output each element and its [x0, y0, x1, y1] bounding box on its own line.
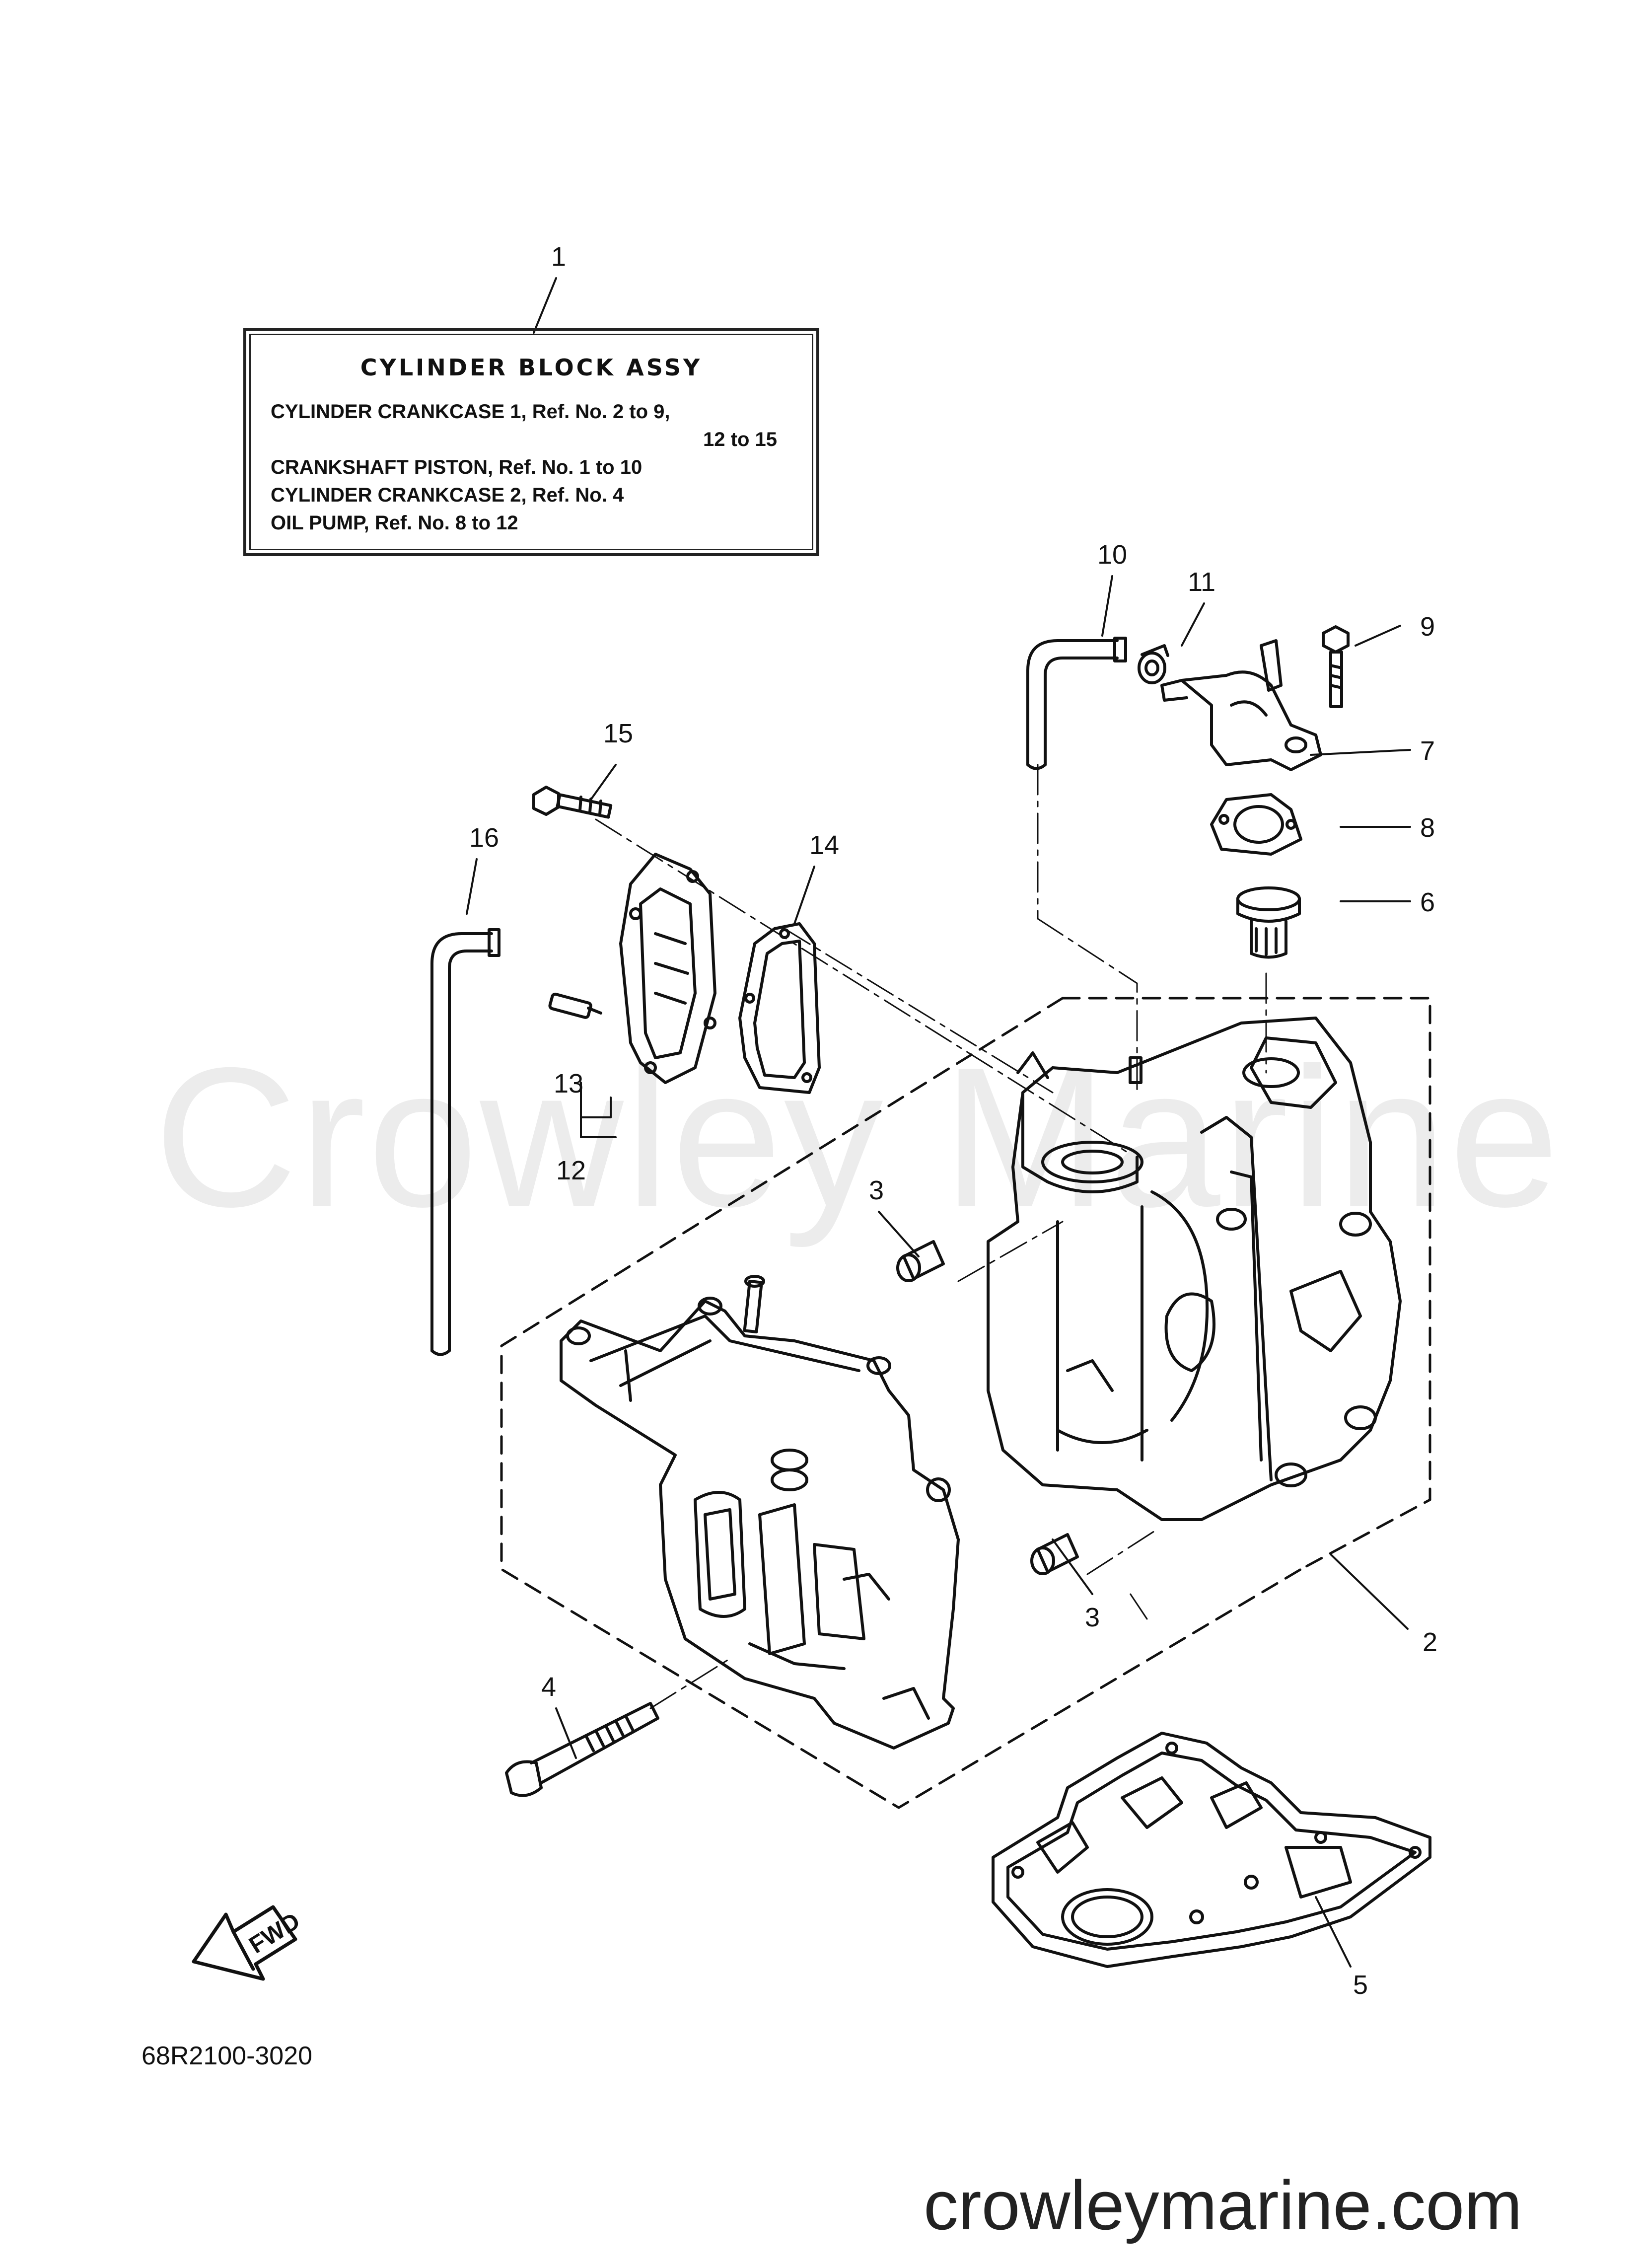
assembly-line-4: CYLINDER CRANKCASE 2, Ref. No. 4 [271, 484, 624, 506]
dowel-3b [1030, 1533, 1079, 1575]
callout-4: 4 [541, 1672, 557, 1702]
callout-13: 13 [553, 1069, 584, 1098]
diagram-part-code: 68R2100-3020 [142, 2042, 313, 2070]
site-credit: crowleymarine.com [924, 2166, 1522, 2244]
callout-7: 7 [1420, 736, 1435, 766]
callout-2: 2 [1422, 1627, 1438, 1657]
stud-13 [548, 992, 602, 1019]
callout-15: 15 [603, 719, 634, 748]
callout-14: 14 [809, 830, 840, 860]
callout-8: 8 [1420, 813, 1435, 843]
gasket-8 [1210, 793, 1302, 856]
thermostat-cover-7 [1160, 639, 1322, 771]
cover-12 [619, 853, 716, 1084]
callout-1: 1 [551, 242, 567, 272]
assembly-title: CYLINDER BLOCK ASSY [360, 354, 703, 381]
hose-10 [1026, 637, 1127, 770]
dowel-3a [896, 1240, 945, 1282]
bolt-15 [532, 786, 613, 819]
fwd-arrow-icon [192, 1905, 297, 1981]
callout-12: 12 [556, 1156, 586, 1185]
bolt-4 [505, 1702, 659, 1797]
assembly-line-3: CRANKSHAFT PISTON, Ref. No. 1 to 10 [271, 456, 643, 478]
callout-16: 16 [469, 823, 500, 853]
gasket-14 [738, 922, 821, 1094]
cylinder-block-2 [987, 1017, 1402, 1521]
callout-11: 11 [1187, 567, 1216, 597]
callout-3-lower: 3 [1084, 1603, 1100, 1632]
callout-10: 10 [1097, 540, 1128, 570]
callout-3-upper: 3 [868, 1175, 884, 1205]
hose-16 [430, 928, 500, 1356]
bolt-9 [1322, 625, 1350, 708]
assembly-line-2: 12 to 15 [703, 429, 777, 450]
assembly-center-lines [595, 764, 1267, 1709]
thermostat-6 [1236, 886, 1301, 959]
assembly-line-5: OIL PUMP, Ref. No. 8 to 12 [271, 512, 518, 534]
callout-6: 6 [1420, 887, 1435, 917]
callout-9: 9 [1420, 612, 1435, 642]
crankcase-4 [560, 1275, 960, 1750]
assembly-line-1: CYLINDER CRANKCASE 1, Ref. No. 2 to 9, [271, 401, 670, 423]
clip-11 [1138, 644, 1169, 684]
assembly-info-box: CYLINDER BLOCK ASSY CYLINDER CRANKCASE 1… [243, 328, 819, 556]
leader-lines [466, 277, 1411, 1968]
assembly-info-inner: CYLINDER BLOCK ASSY CYLINDER CRANKCASE 1… [249, 334, 813, 550]
hidden-outline [500, 997, 1431, 1809]
gasket-5 [992, 1732, 1431, 1968]
callout-5: 5 [1353, 1970, 1368, 2000]
